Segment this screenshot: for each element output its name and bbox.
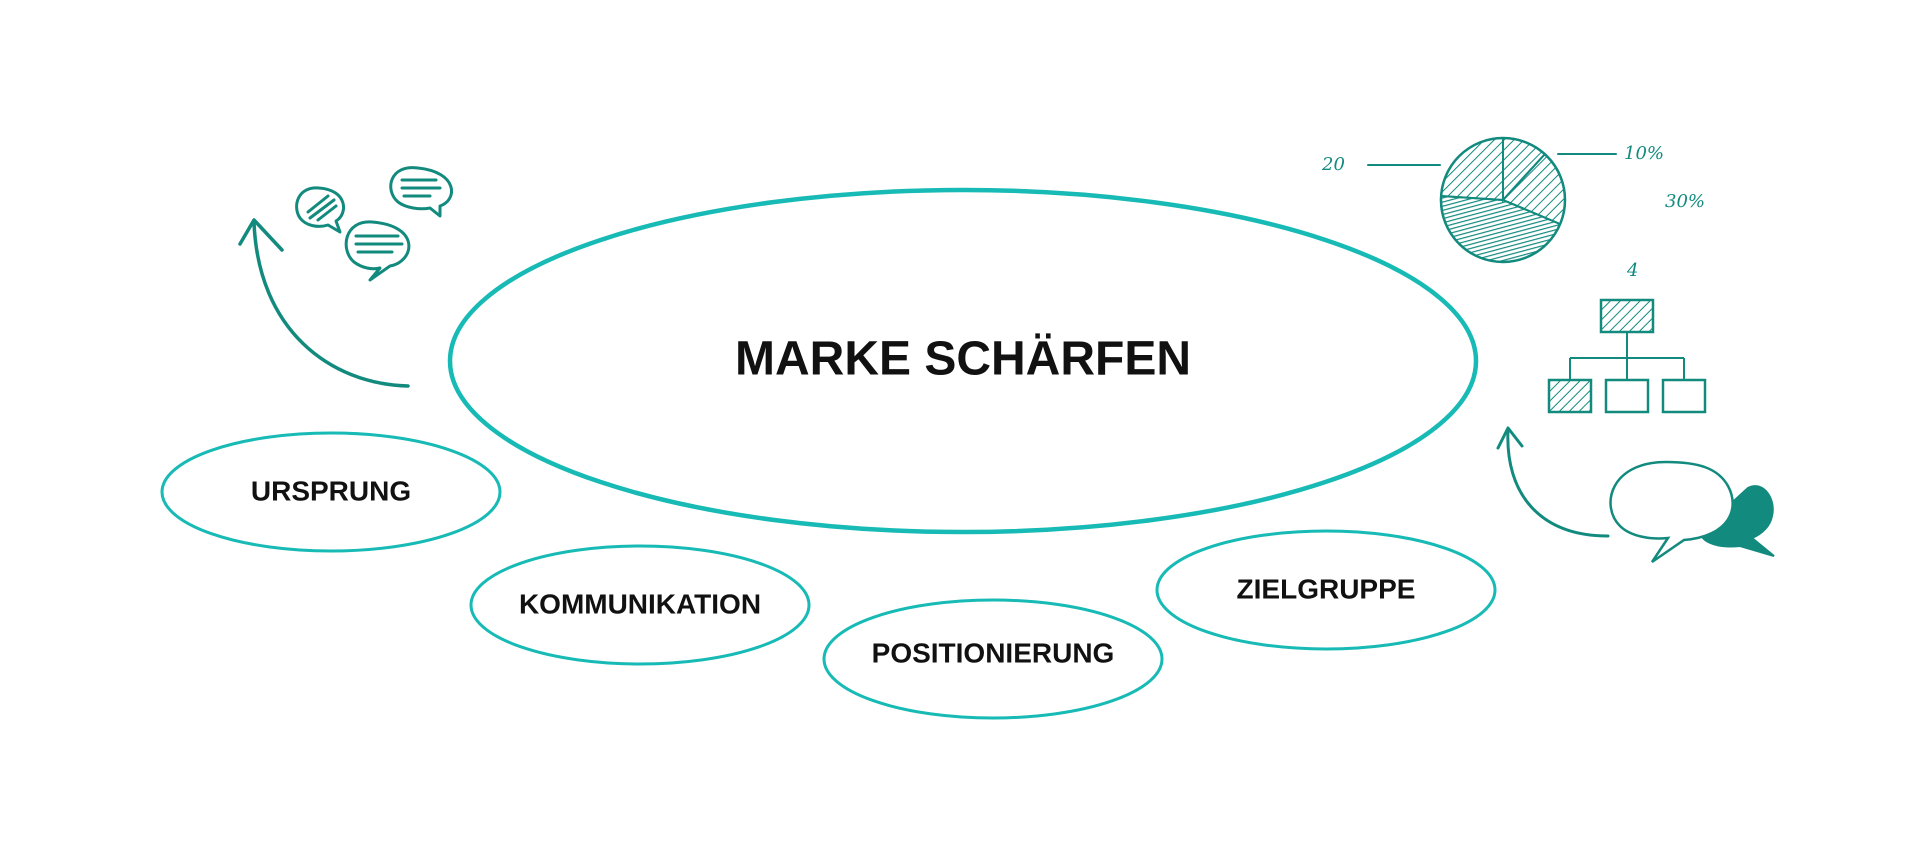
pillar-ursprung: URSPRUNG	[160, 431, 502, 553]
pie-label-left: 20	[1321, 154, 1345, 175]
pillar-label: POSITIONIERUNG	[872, 637, 1115, 668]
center-node: MARKE SCHÄRFEN	[447, 187, 1479, 535]
pillar-zielgruppe: ZIELGRUPPE	[1155, 529, 1497, 651]
org-chart-label: 4	[1626, 260, 1638, 281]
pillar-positionierung: POSITIONIERUNG	[822, 598, 1164, 720]
pillar-ellipse	[469, 544, 811, 666]
center-ellipse	[447, 187, 1479, 535]
curved-arrow-right-icon	[1496, 426, 1610, 538]
org-chart-icon: 4	[1547, 260, 1707, 414]
pie-label-top-right: 10%	[1624, 143, 1664, 164]
pillar-label: KOMMUNIKATION	[519, 588, 761, 619]
curved-arrow-icon	[238, 218, 410, 388]
pie-label-right: 30%	[1665, 191, 1705, 212]
pie-chart-icon: 20 10% 30%	[1321, 136, 1705, 264]
chat-bubbles-icon	[1609, 460, 1775, 564]
pillar-kommunikation: KOMMUNIKATION	[469, 544, 811, 666]
pillar-ellipse	[1155, 529, 1497, 651]
pillar-label: URSPRUNG	[251, 475, 411, 506]
pillar-label: ZIELGRUPPE	[1237, 573, 1416, 604]
speech-bubbles-icon	[295, 166, 454, 282]
center-title: MARKE SCHÄRFEN	[735, 333, 1191, 386]
pillar-ellipse	[160, 431, 502, 553]
pillar-ellipse	[822, 598, 1164, 720]
